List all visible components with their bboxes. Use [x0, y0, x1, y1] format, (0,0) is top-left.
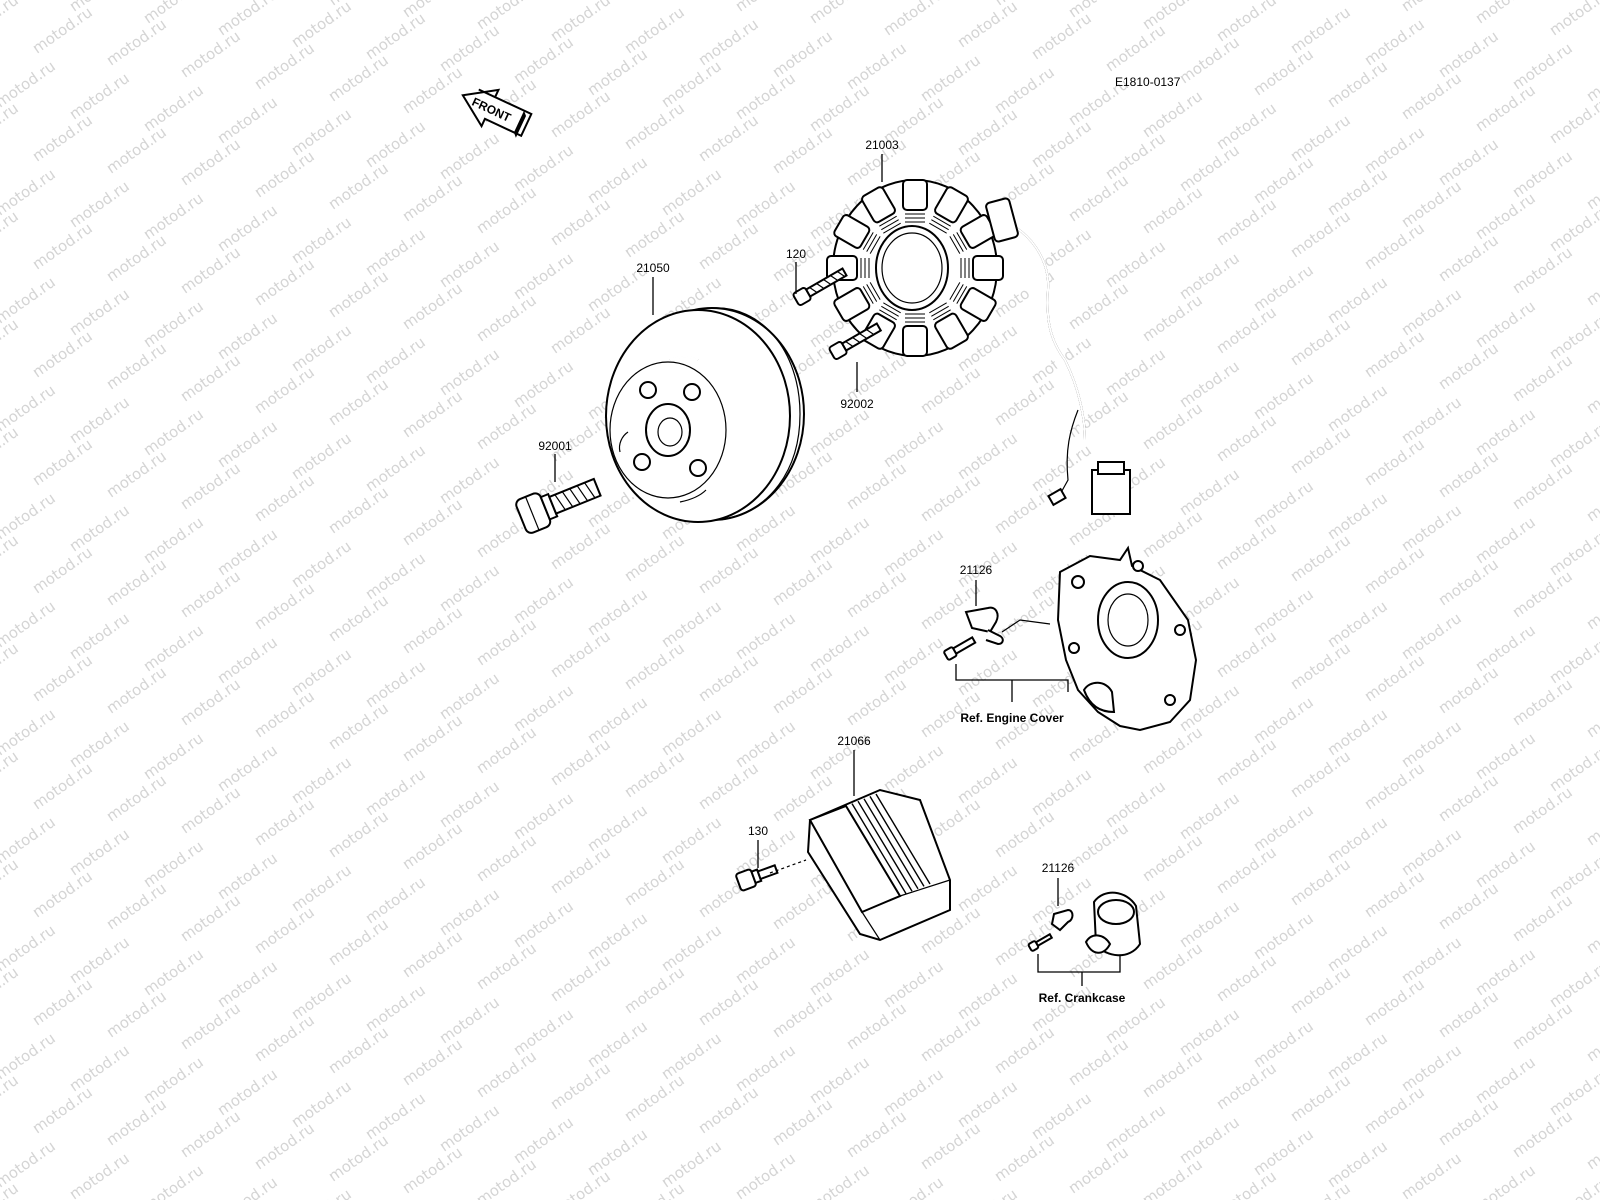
stator-winding-line — [949, 236, 961, 254]
stator-winding-line — [929, 302, 947, 314]
stator-winding-line — [959, 230, 971, 248]
crankcase-ref[interactable] — [1084, 891, 1142, 957]
stator-coil — [972, 255, 1004, 281]
regulator-fin — [851, 803, 907, 894]
stator-winding-line — [881, 305, 899, 317]
label-130: 130 — [748, 824, 768, 838]
stator-winding-line — [956, 232, 968, 250]
regulator-fin — [875, 793, 931, 885]
stator-winding-line — [866, 234, 878, 252]
flywheel-21050[interactable] — [605, 307, 805, 523]
screw-engine-cover[interactable] — [943, 636, 977, 661]
stator-winding-line — [879, 309, 897, 321]
regulator-fin — [845, 805, 901, 897]
stator-winding-line — [883, 302, 901, 314]
label-21126-b: 21126 — [1042, 861, 1075, 875]
stator-coil — [902, 179, 928, 211]
clamp-21126-engine-cover[interactable] — [964, 606, 1051, 646]
stator-winding-line — [931, 305, 949, 317]
screw-crankcase[interactable] — [1027, 932, 1054, 952]
regulator-fin — [863, 798, 919, 890]
stator-winding-line — [883, 222, 901, 234]
stator-winding-line — [952, 284, 964, 302]
label-21050: 21050 — [636, 261, 670, 275]
regulator-21066[interactable] — [806, 788, 951, 942]
label-21066: 21066 — [837, 734, 871, 748]
stator-winding-line — [877, 212, 895, 224]
regulator-fin — [857, 800, 913, 892]
stator-winding-line — [935, 212, 953, 224]
stator-winding-line — [859, 230, 871, 248]
label-21003: 21003 — [865, 138, 899, 152]
stator-winding-line — [866, 284, 878, 302]
clamp-21126-crankcase[interactable] — [1050, 908, 1074, 932]
stator-winding-line — [935, 312, 953, 324]
stator-winding-line — [931, 219, 949, 231]
label-ref-crankcase: Ref. Crankcase — [1039, 991, 1126, 1005]
stator-winding-line — [869, 236, 881, 254]
label-92002: 92002 — [840, 397, 874, 411]
stator-winding-line — [862, 286, 874, 304]
engine-cover-ref[interactable] — [1056, 545, 1198, 732]
diagram-code: E1810-0137 — [1115, 75, 1181, 89]
stator-coil — [902, 325, 928, 357]
label-120: 120 — [786, 247, 806, 261]
label-21126-a: 21126 — [960, 563, 993, 577]
stator-winding-line — [869, 282, 881, 300]
stator-winding-line — [956, 286, 968, 304]
stator-winding-line — [933, 309, 951, 321]
regulator-fin — [869, 796, 925, 887]
stator-winding-line — [952, 234, 964, 252]
stator-winding-line — [881, 219, 899, 231]
stator-21003[interactable] — [826, 179, 1131, 515]
bolt-92001[interactable] — [514, 471, 604, 535]
front-arrow-icon: FRONT — [461, 88, 533, 138]
stator-winding-line — [929, 222, 947, 234]
stator-winding-line — [862, 232, 874, 250]
stator-winding-line — [859, 288, 871, 306]
label-92001: 92001 — [538, 439, 572, 453]
stator-winding-line — [959, 288, 971, 306]
stator-winding-line — [877, 312, 895, 324]
stator-winding-line — [879, 215, 897, 227]
stator-winding-line — [949, 282, 961, 300]
label-ref-engine-cover: Ref. Engine Cover — [960, 711, 1064, 725]
bolt-130[interactable] — [735, 861, 779, 892]
stator-winding-line — [933, 215, 951, 227]
screw-92002[interactable] — [828, 321, 883, 360]
screw-120[interactable] — [792, 266, 848, 306]
